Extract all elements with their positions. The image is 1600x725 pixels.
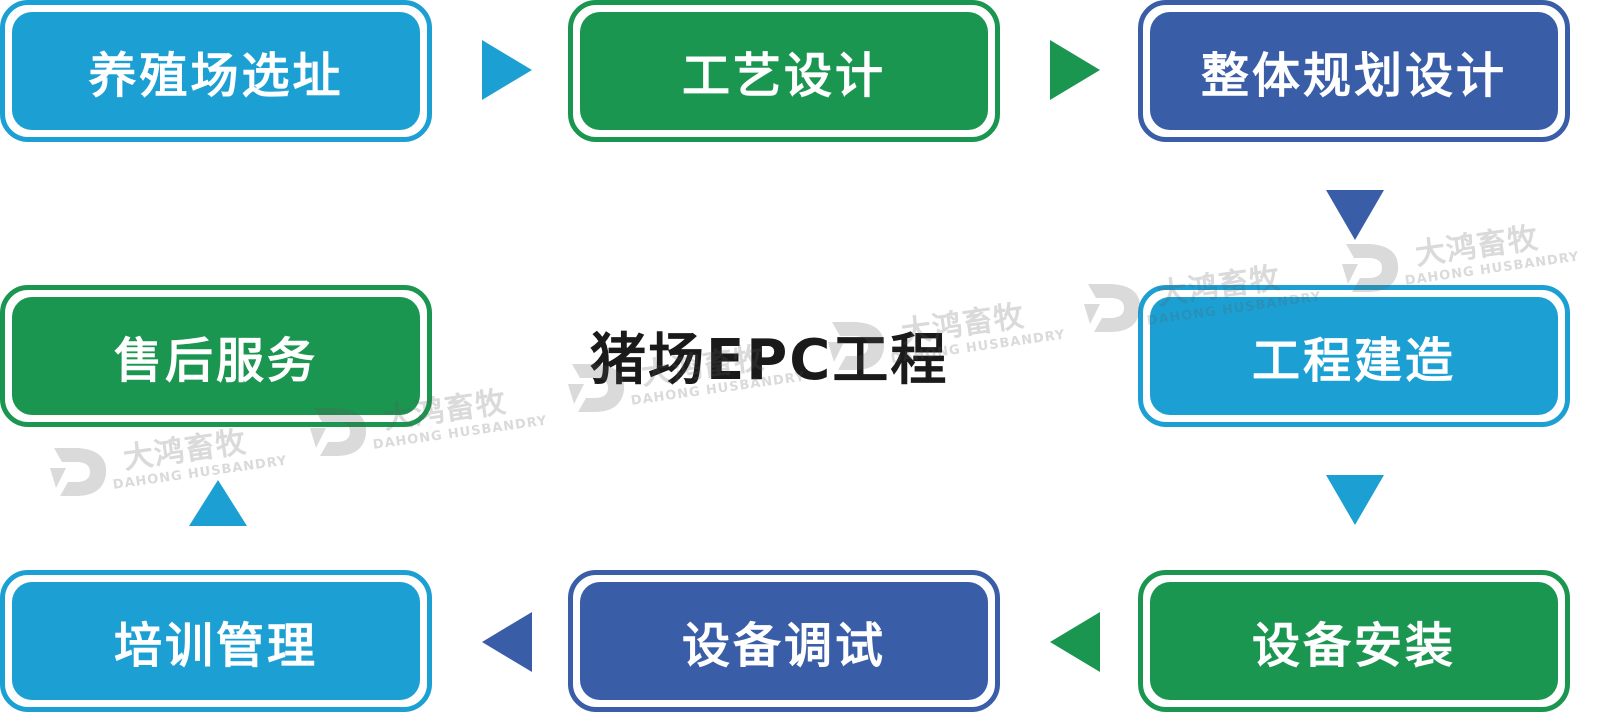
dahong-logo-icon	[50, 448, 107, 496]
step-label: 售后服务	[12, 297, 420, 415]
watermark: 大鸿畜牧 DAHONG HUSBANDRY	[1082, 261, 1322, 348]
step-box-equipment-commissioning: 设备调试	[568, 570, 1000, 712]
step-box-training-management: 培训管理	[0, 570, 432, 712]
step-label: 整体规划设计	[1150, 12, 1558, 130]
dahong-logo-icon	[310, 408, 367, 456]
arrow-right-icon	[1050, 40, 1100, 100]
step-label: 工程建造	[1150, 297, 1558, 415]
arrow-down-icon	[1326, 190, 1384, 240]
dahong-logo-icon	[568, 364, 625, 412]
arrow-down-icon	[1326, 475, 1384, 525]
arrow-up-icon	[189, 480, 247, 526]
arrow-left-icon	[482, 612, 532, 672]
dahong-logo-icon	[828, 322, 885, 370]
step-box-master-planning: 整体规划设计	[1138, 0, 1570, 142]
step-box-after-sales-service: 售后服务	[0, 285, 432, 427]
arrow-right-icon	[482, 40, 532, 100]
watermark: 大鸿畜牧 DAHONG HUSBANDRY	[1340, 221, 1580, 308]
diagram-title: 猪场EPC工程	[590, 327, 949, 393]
dahong-logo-icon	[1084, 284, 1141, 332]
step-box-construction: 工程建造	[1138, 285, 1570, 427]
step-label: 设备安装	[1150, 582, 1558, 700]
dahong-logo-icon	[1342, 244, 1399, 292]
step-label: 培训管理	[12, 582, 420, 700]
step-box-equipment-installation: 设备安装	[1138, 570, 1570, 712]
watermark: 大鸿畜牧 DAHONG HUSBANDRY	[48, 425, 288, 512]
step-label: 工艺设计	[580, 12, 988, 130]
step-label: 设备调试	[580, 582, 988, 700]
step-box-site-selection: 养殖场选址	[0, 0, 432, 142]
step-box-process-design: 工艺设计	[568, 0, 1000, 142]
watermark: 大鸿畜牧 DAHONG HUSBANDRY	[308, 385, 548, 472]
step-label: 养殖场选址	[12, 12, 420, 130]
arrow-left-icon	[1050, 612, 1100, 672]
watermark: 大鸿畜牧 DAHONG HUSBANDRY	[566, 341, 806, 428]
watermark: 大鸿畜牧 DAHONG HUSBANDRY	[826, 299, 1066, 386]
